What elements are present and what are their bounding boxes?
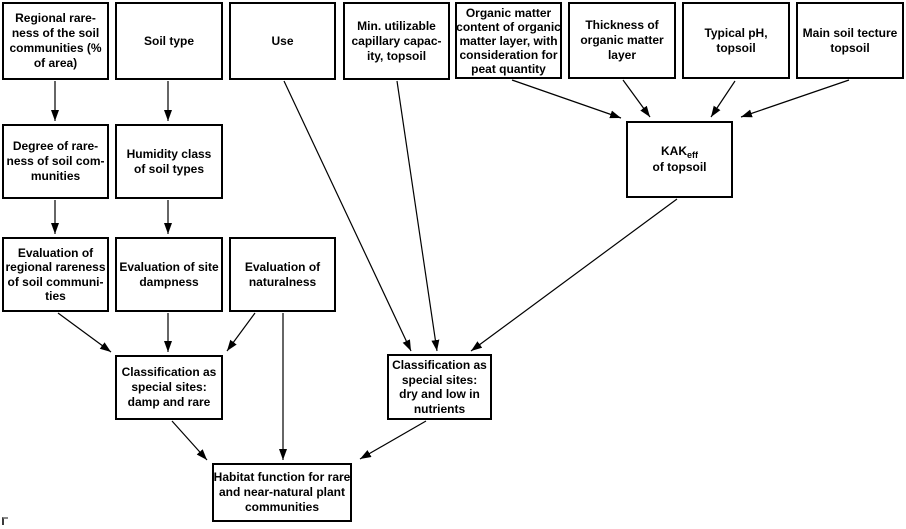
node-use-label: Use [271,33,294,48]
stray-mark [2,517,8,525]
node-soil-texture: Main soil tecture topsoil [796,2,904,79]
node-class-damp-rare: Classification as special sites: damp an… [115,355,223,420]
node-regional-rareness-label: Regional rare- ness of the soil communit… [9,11,102,70]
node-soil-type: Soil type [115,2,223,80]
edge-class-dry-to-habitat [359,420,427,460]
node-organic-matter-label: Organic matter content of organic matter… [456,5,561,76]
node-eval-regional-rareness-label: Evaluation of regional rareness of soil … [5,245,106,304]
node-use: Use [229,2,336,80]
node-degree-of-rareness: Degree of rare- ness of soil com- muniti… [2,124,109,199]
node-humidity-class: Humidity class of soil types [115,124,223,199]
node-class-damp-rare-label: Classification as special sites: damp an… [121,365,217,409]
node-typical-ph-label: Typical pH, topsoil [704,25,768,55]
node-eval-regional-rareness: Evaluation of regional rareness of soil … [2,237,109,312]
node-class-dry-nutrients: Classification as special sites: dry and… [387,354,492,420]
edge-class-damp-to-habitat [171,420,208,461]
kak-eff-subscript: eff [687,150,698,160]
node-habitat-function-label: Habitat function for rare and near-natur… [213,470,351,514]
edge-min-capillary-to-class-dry [396,80,440,352]
node-thickness-organic: Thickness of organic matter layer [568,2,676,79]
edge-eval-regional-to-class-damp [57,312,112,353]
node-class-dry-nutrients-label: Classification as special sites: dry and… [392,358,487,416]
node-kak-eff-line1: KAKeff [661,144,698,160]
edge-organic-matter-to-kak [511,79,622,119]
node-soil-texture-label: Main soil tecture topsoil [802,25,898,55]
node-organic-matter: Organic matter content of organic matter… [455,2,562,79]
node-eval-naturalness-label: Evaluation of naturalness [244,259,321,289]
edge-kak-to-class-dry [470,198,678,352]
node-kak-eff: KAKeff of topsoil [626,121,733,198]
node-thickness-organic-label: Thickness of organic matter layer [580,18,664,62]
edge-eval-naturalness-to-class-damp [226,312,256,352]
edge-typical-ph-to-kak [710,80,736,118]
node-regional-rareness: Regional rare- ness of the soil communit… [2,2,109,80]
node-humidity-class-label: Humidity class of soil types [126,146,212,176]
node-eval-site-dampness: Evaluation of site dampness [115,237,223,312]
node-kak-eff-line2: of topsoil [652,160,707,174]
node-degree-of-rareness-label: Degree of rare- ness of soil com- muniti… [6,139,105,183]
node-habitat-function: Habitat function for rare and near-natur… [212,463,352,522]
edge-use-to-class-dry [283,80,412,352]
node-min-capillary: Min. utilizable capillary capac- ity, to… [343,2,450,80]
node-min-capillary-label: Min. utilizable capillary capac- ity, to… [351,18,442,63]
node-typical-ph: Typical pH, topsoil [682,2,790,79]
edge-thickness-to-kak [622,79,651,118]
node-eval-naturalness: Evaluation of naturalness [229,237,336,312]
node-eval-site-dampness-label: Evaluation of site dampness [119,259,219,289]
node-soil-type-label: Soil type [143,33,194,48]
edge-soil-texture-to-kak [740,79,850,118]
